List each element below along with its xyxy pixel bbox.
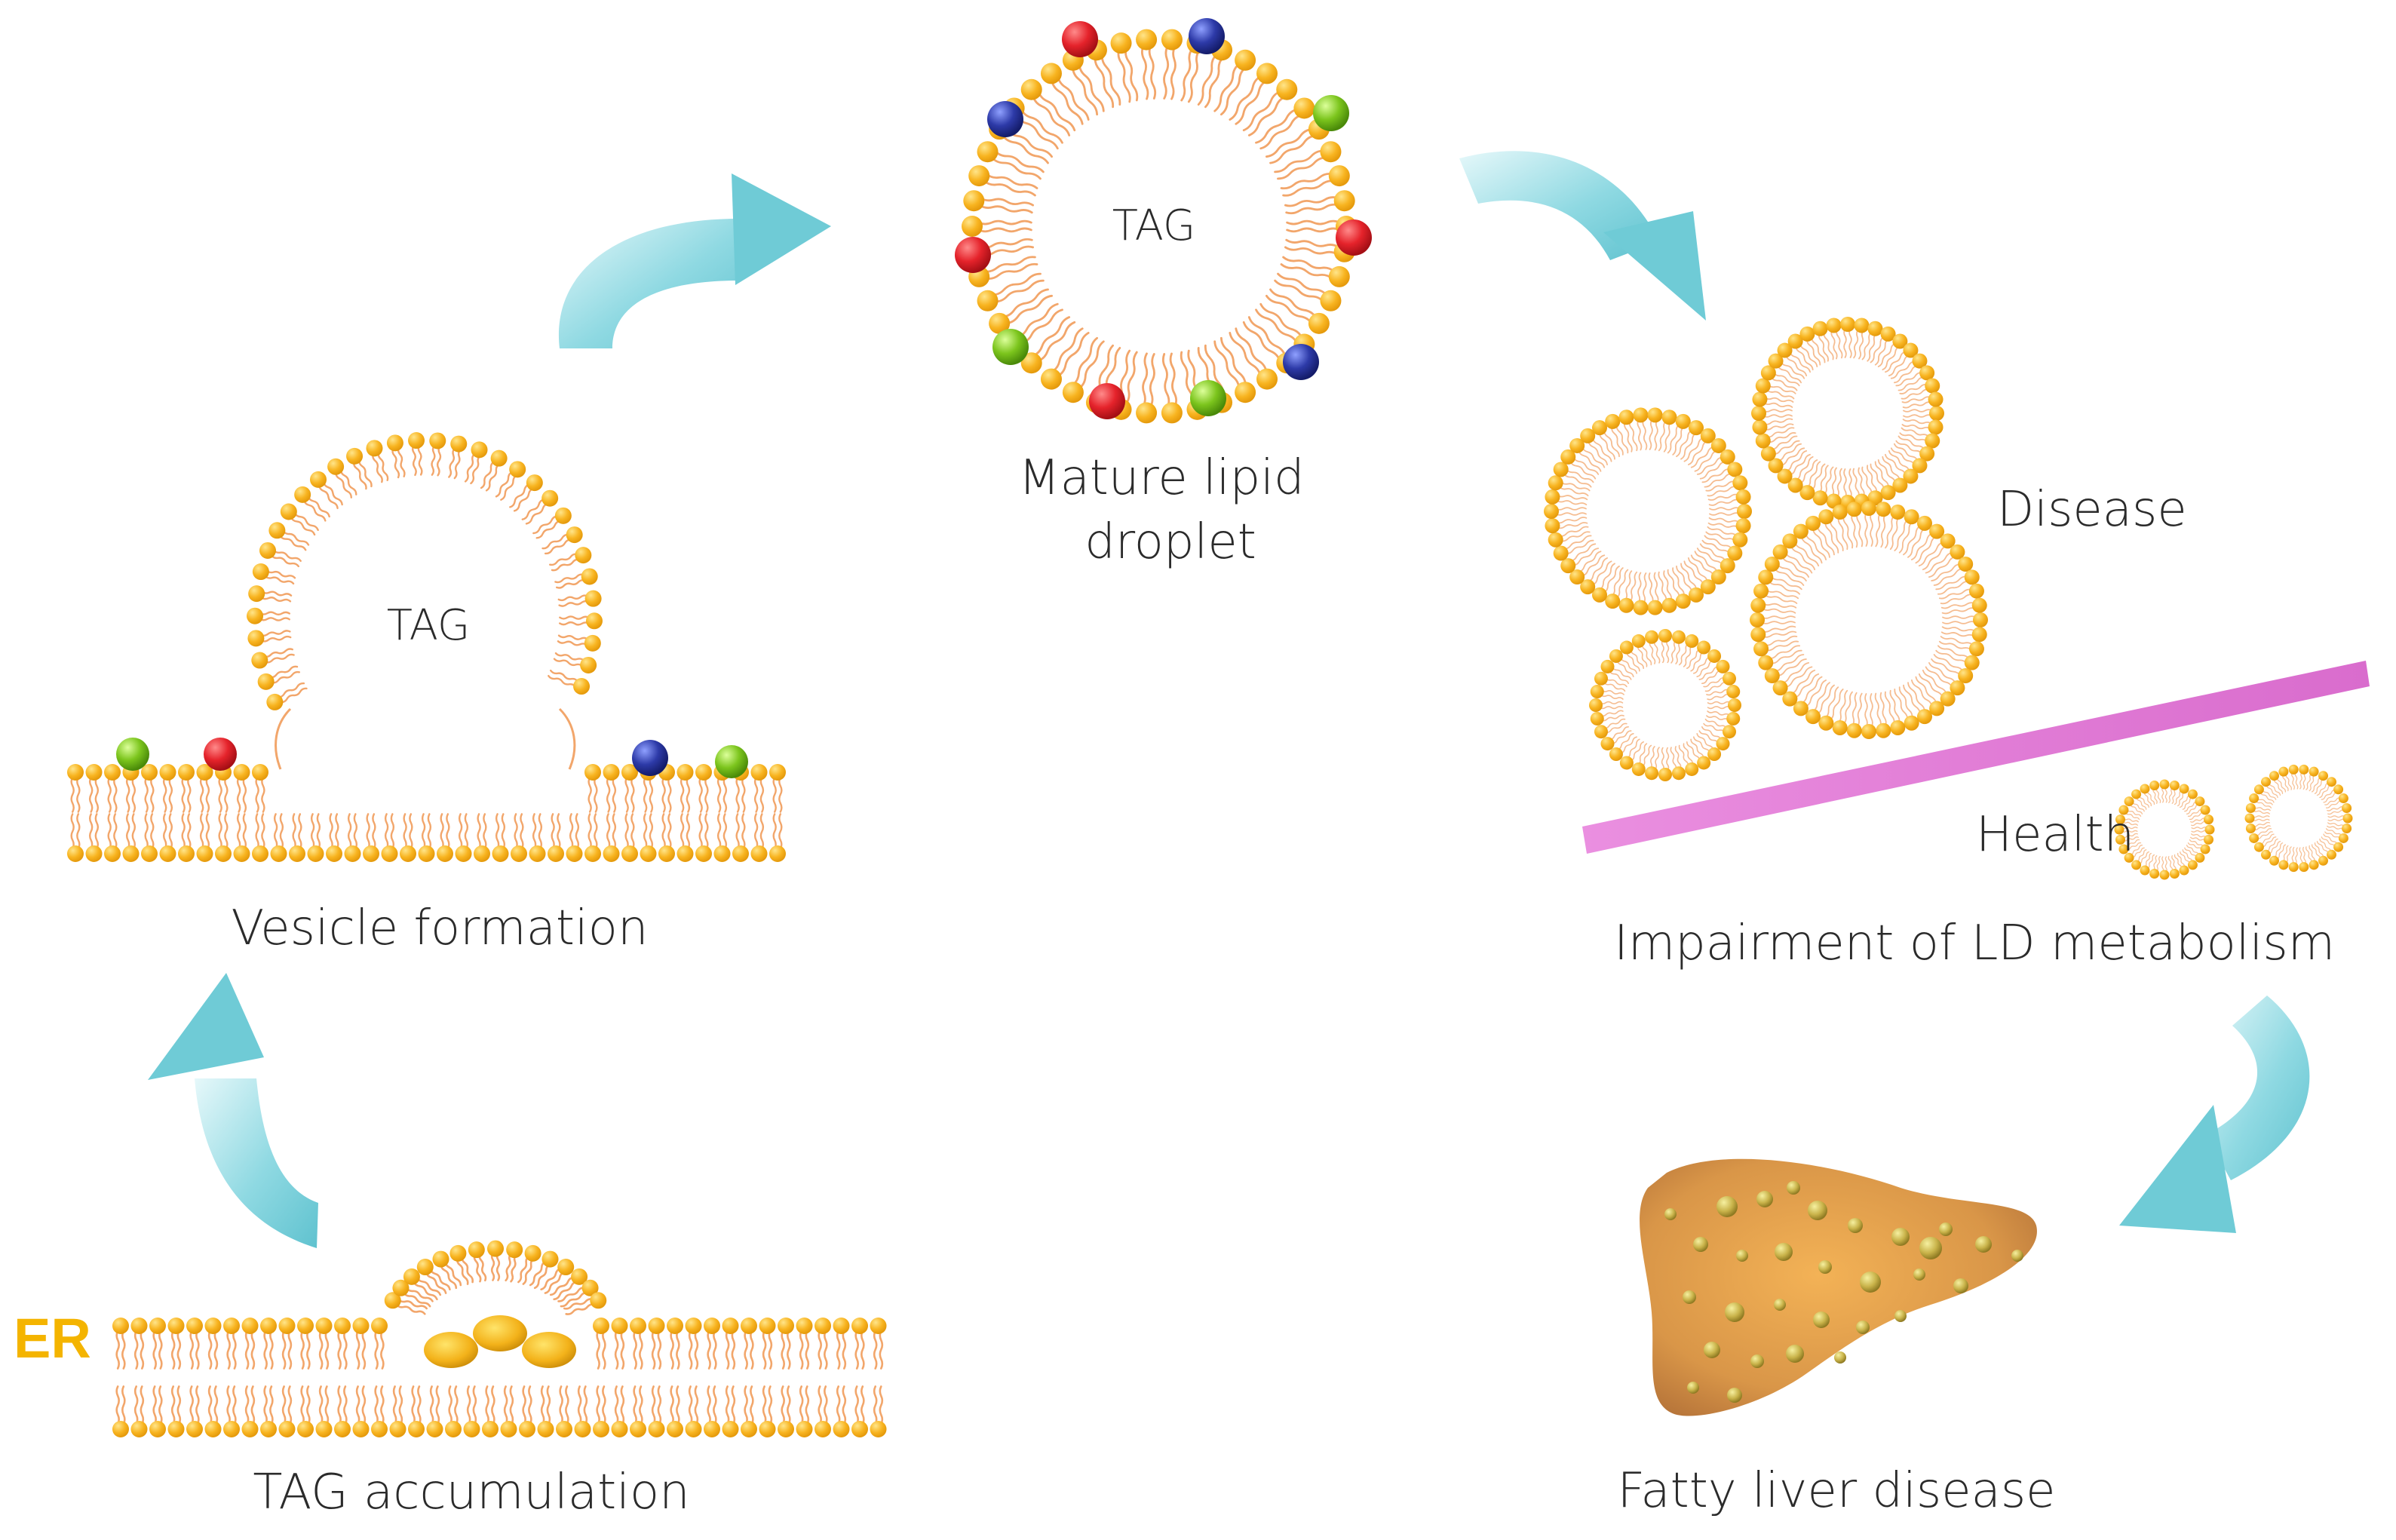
budding-vesicle (67, 432, 786, 862)
fatty-liver-icon (1640, 1158, 2037, 1416)
tag-label-droplet: TAG (1112, 201, 1196, 250)
health-label: Health (1976, 807, 2134, 863)
ld-size-comparison (1544, 317, 2370, 880)
caption-mature-droplet-line2: droplet (1084, 514, 1256, 570)
er-label: ER (14, 1307, 91, 1370)
caption-mature-droplet-line1: Mature lipid (1018, 450, 1304, 506)
disease-label: Disease (1997, 482, 2187, 538)
cycle-arrows (148, 151, 2310, 1248)
caption-tag-accumulation: TAG accumulation (253, 1465, 689, 1520)
tag-label-vesicle: TAG (387, 601, 471, 650)
mature-lipid-droplet (955, 18, 1372, 424)
caption-vesicle-formation: Vesicle formation (231, 900, 648, 956)
caption-fatty-liver: Fatty liver disease (1617, 1463, 2055, 1519)
er-membrane (112, 1240, 887, 1437)
caption-ld-impairment: Impairment of LD metabolism (1614, 916, 2335, 971)
